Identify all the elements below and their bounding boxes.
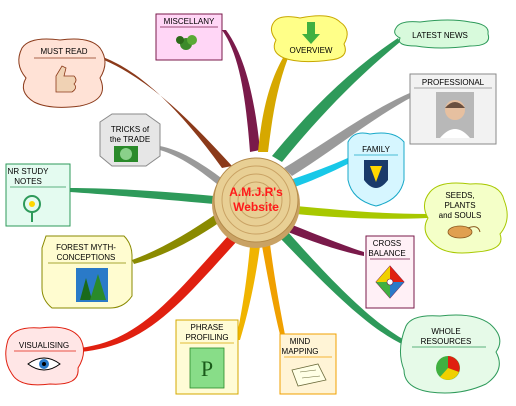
topic-phrase-profiling[interactable]: PHRASE PROFILING P [175,319,239,395]
center-title-line1: A.M.J.R's [229,185,283,199]
whole-resources-label-line2: RESOURCES [421,337,472,346]
mind-mapping-label-line1: MIND [290,337,311,346]
family-crest-icon [364,160,388,188]
phrase-profiling-label-line2: PROFILING [185,333,228,342]
balance-compass-icon [375,265,405,299]
branch-nr-study [70,188,214,204]
topic-tricks-of-the-trade[interactable]: TRICKS of the TRADE [99,113,161,167]
miscellany-label: MISCELLANY [164,17,215,26]
topic-forest-myth-conceptions[interactable]: FOREST MYTH- CONCEPTIONS [41,235,133,309]
branch-visualising [80,236,238,352]
cross-balance-label-line1: CROSS [373,239,401,248]
topic-latest-news[interactable]: LATEST NEWS [394,19,490,49]
tricks-label-line1: TRICKS of [111,125,150,134]
topic-miscellany[interactable]: MISCELLANY [155,13,223,61]
topic-whole-resources[interactable]: WHOLE RESOURCES [400,314,501,394]
branch-must-read [100,56,232,168]
topic-mind-mapping[interactable]: MIND MAPPING [279,333,337,395]
plant-icon [176,35,197,50]
seeds-label-line2: PLANTS [444,201,475,210]
phrase-profiling-label-line1: PHRASE [191,323,224,332]
branch-miscellany [222,30,260,152]
seed-pod-icon [447,225,481,239]
portrait-photo [436,92,474,138]
must-read-label: MUST READ [41,47,88,56]
topic-seeds-plants-souls[interactable]: SEEDS, PLANTS and SOULS [424,182,508,254]
branch-overview [258,56,288,152]
globe-icon [114,146,138,162]
branches [70,30,428,352]
professional-label: PROFESSIONAL [422,78,485,87]
topic-nr-study-notes[interactable]: NR STUDY NOTES [5,163,71,227]
overview-label: OVERVIEW [290,46,333,55]
cross-balance-label-line2: BALANCE [368,249,405,258]
nr-study-label-line2: NOTES [14,177,42,186]
topic-visualising[interactable]: VISUALISING [5,326,84,386]
topic-must-read[interactable]: MUST READ [18,38,106,108]
pillar-icon: P [189,347,225,389]
forest-label-line1: FOREST MYTH- [56,243,116,252]
nr-study-label-line1: NR STUDY [8,167,50,176]
branch-forest [132,214,220,264]
branch-latest-news [272,38,400,162]
forest-icon [76,268,108,302]
branch-phrase [236,246,260,340]
lamp-icon [23,195,41,222]
topic-professional[interactable]: PROFESSIONAL [409,73,497,145]
latest-news-label: LATEST NEWS [412,31,468,40]
svg-text:P: P [201,356,213,381]
forest-label-line2: CONCEPTIONS [57,253,116,262]
pie-chart-icon [436,356,460,380]
down-arrow-icon [302,22,320,44]
mind-mapping-label-line2: MAPPING [282,347,319,356]
whole-resources-label-line1: WHOLE [431,327,460,336]
branch-family [290,152,362,188]
central-topic[interactable]: A.M.J.R's Website [212,157,300,248]
center-title-line2: Website [233,200,279,214]
seeds-label-line3: and SOULS [439,211,482,220]
tricks-label-line2: the TRADE [110,135,150,144]
seeds-label-line1: SEEDS, [445,191,474,200]
topic-overview[interactable]: OVERVIEW [270,15,348,63]
branch-seeds [296,206,428,219]
family-label: FAMILY [362,145,391,154]
branch-cross-balance [288,224,364,256]
eye-icon [27,357,61,371]
visualising-label: VISUALISING [19,341,69,350]
thumbs-up-icon [55,65,77,93]
topic-family[interactable]: FAMILY [347,132,405,207]
topic-cross-balance[interactable]: CROSS BALANCE [365,235,415,309]
map-sketch-icon [291,363,327,387]
branch-mind-mapping [262,244,286,342]
branch-whole-resources [280,232,408,346]
branch-professional [284,92,414,176]
